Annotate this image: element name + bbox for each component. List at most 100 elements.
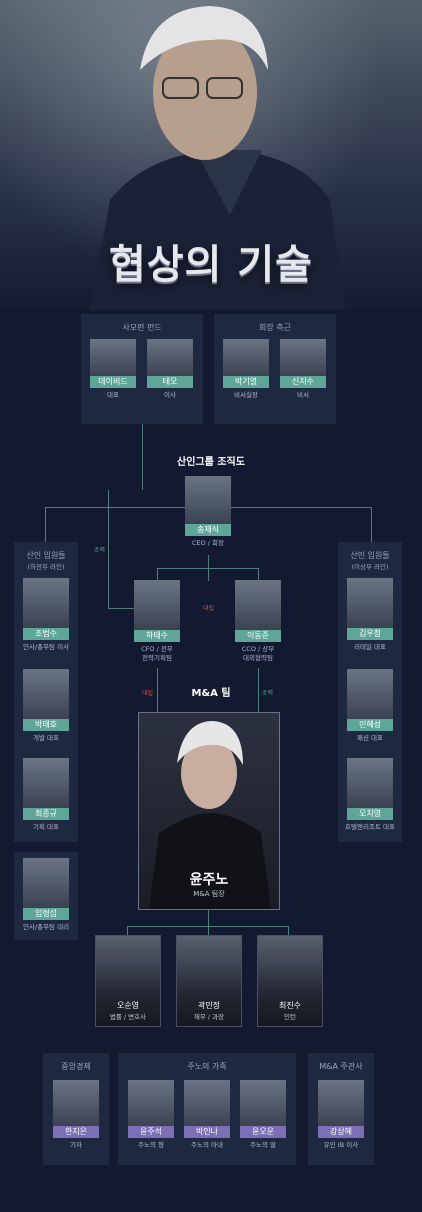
- person-card[interactable]: 강상혜 유민 IB 이사: [318, 1080, 364, 1150]
- group-left-executives-extra: 임형섭 인사/총무팀 대리: [14, 852, 78, 940]
- person-name: 곽민정: [197, 1001, 221, 1010]
- person-card[interactable]: 김우청 리테일 대표: [347, 578, 393, 652]
- person-name: 강상혜: [318, 1126, 364, 1138]
- group-label: M&A 주관사: [319, 1062, 363, 1071]
- person-name: 이동준: [235, 630, 281, 642]
- person-photo: [235, 580, 281, 630]
- person-card-lee[interactable]: 이동준 CCO / 상무 대외협력팀: [235, 580, 281, 663]
- person-role: 인사/총무팀 이사: [22, 643, 70, 651]
- person-photo: [177, 936, 241, 994]
- person-role: 대표: [107, 391, 119, 399]
- person-card[interactable]: 윤주석 주노의 형: [128, 1080, 174, 1150]
- person-card[interactable]: 신지수 비서: [280, 339, 326, 400]
- ma-member-card[interactable]: 최진수 인턴: [257, 935, 323, 1027]
- person-name: 하태수: [134, 630, 180, 642]
- person-photo: [318, 1080, 364, 1126]
- person-card[interactable]: 오치영 호텔앤리조트 대표: [345, 758, 395, 832]
- person-name: 윤오운: [240, 1126, 286, 1138]
- person-card[interactable]: 테오 이사: [147, 339, 193, 400]
- poster-header: 협상의 기술: [0, 0, 422, 310]
- person-name: 임형섭: [23, 908, 69, 920]
- person-card[interactable]: 임형섭 인사/총무팀 대리: [23, 858, 69, 932]
- person-name: 오치영: [347, 808, 393, 820]
- person-role: CCO / 상무: [241, 645, 275, 653]
- group-label: 사모펀 펀드: [122, 323, 162, 332]
- person-name: 조범수: [23, 628, 69, 640]
- person-photo: [23, 758, 69, 808]
- person-card[interactable]: 박태호 개발 대표: [23, 669, 69, 743]
- person-role: 유민 IB 이사: [323, 1141, 359, 1149]
- person-name: 박태호: [23, 719, 69, 731]
- person-name: 윤주석: [128, 1126, 174, 1138]
- person-photo: [23, 669, 69, 719]
- person-photo: [347, 669, 393, 719]
- person-name: 한지은: [53, 1126, 99, 1138]
- person-photo: [185, 476, 231, 524]
- person-card[interactable]: 데이비드 대표: [90, 339, 136, 400]
- person-name: 송재식: [185, 524, 231, 536]
- person-name: 테오: [147, 376, 193, 388]
- ma-member-card[interactable]: 오순영 법률 / 변호사: [95, 935, 161, 1027]
- drama-title: 협상의 기술: [109, 241, 313, 288]
- person-name: 민혜성: [347, 719, 393, 731]
- group-label: 산인 임원들: [350, 551, 390, 560]
- person-card-ha[interactable]: 하태수 CFO / 전무 전략기획팀: [134, 580, 180, 663]
- person-role: 주노의 아내: [191, 1141, 223, 1149]
- group-label: 회장 측근: [259, 323, 291, 332]
- group-sublabel: (이상무 라인): [351, 563, 389, 571]
- person-role: 인턴: [284, 1013, 296, 1021]
- person-role: 기자: [70, 1141, 82, 1149]
- person-photo: [53, 1080, 99, 1126]
- org-chart-title: 산인그룹 조직도: [177, 457, 245, 468]
- person-name: 박인나: [184, 1126, 230, 1138]
- person-photo: [23, 578, 69, 628]
- relation-label-ma-right: 조력: [262, 690, 274, 697]
- person-card-ceo[interactable]: 송재식 CEO / 회장: [185, 476, 231, 548]
- person-role-2: 대외협력팀: [243, 654, 273, 662]
- person-card[interactable]: 조범수 인사/총무팀 이사: [23, 578, 69, 652]
- person-card[interactable]: 한지은 기자: [53, 1080, 99, 1150]
- person-photo: [240, 1080, 286, 1126]
- group-chairman-aides: 회장 측근 박기열 비서실장 신지수 비서: [214, 314, 336, 424]
- ma-leader-name: 윤주노: [189, 872, 229, 888]
- person-photo: [147, 339, 193, 376]
- person-role-2: 전략기획팀: [142, 654, 172, 662]
- relation-label-ma-left: 대립: [142, 690, 154, 697]
- person-card[interactable]: 윤오운 주노의 딸: [240, 1080, 286, 1150]
- person-photo: [280, 339, 326, 376]
- group-label: 산인 임원들: [26, 551, 66, 560]
- person-role: 개발 대표: [33, 734, 59, 742]
- relation-label-rival: 대립: [203, 605, 215, 612]
- ma-team-title: M&A 팀: [191, 688, 231, 699]
- person-photo: [347, 578, 393, 628]
- person-name: 데이비드: [90, 376, 136, 388]
- person-role: 법률 / 변호사: [109, 1013, 147, 1021]
- person-photo: [128, 1080, 174, 1126]
- group-press: 중앙경제 한지은 기자: [43, 1053, 109, 1165]
- poster-figure: [90, 6, 345, 310]
- ma-member-card[interactable]: 곽민정 재무 / 과장: [176, 935, 242, 1027]
- group-sublabel: (하전무 라인): [27, 563, 65, 571]
- person-name: 박기열: [223, 376, 269, 388]
- person-role: 주노의 딸: [250, 1141, 276, 1149]
- person-card[interactable]: 최종규 기획 대표: [23, 758, 69, 832]
- person-photo: [184, 1080, 230, 1126]
- ma-leader-card[interactable]: 윤주노 M&A 팀장: [138, 712, 280, 910]
- person-card[interactable]: 박기열 비서실장: [223, 339, 269, 400]
- person-card[interactable]: 민혜성 패션 대표: [347, 669, 393, 743]
- person-role: CEO / 회장: [191, 539, 225, 547]
- person-photo: [258, 936, 322, 994]
- person-name: 최진수: [278, 1001, 302, 1010]
- person-role: 리테일 대표: [354, 643, 386, 651]
- group-right-executives: 산인 임원들 (이상무 라인) 김우청 리테일 대표 민혜성 패션 대표 오치영…: [338, 542, 402, 842]
- group-label: 중앙경제: [61, 1062, 91, 1071]
- person-name: 오순영: [116, 1001, 140, 1010]
- person-photo: [23, 858, 69, 908]
- person-role: 비서: [297, 391, 309, 399]
- person-role: 인사/총무팀 대리: [22, 923, 70, 931]
- person-name: 최종규: [23, 808, 69, 820]
- person-card[interactable]: 박인나 주노의 아내: [184, 1080, 230, 1150]
- person-role: 재무 / 과장: [193, 1013, 225, 1021]
- person-photo: [134, 580, 180, 630]
- group-sam-fund: 사모펀 펀드 데이비드 대표 테오 이사: [81, 314, 203, 424]
